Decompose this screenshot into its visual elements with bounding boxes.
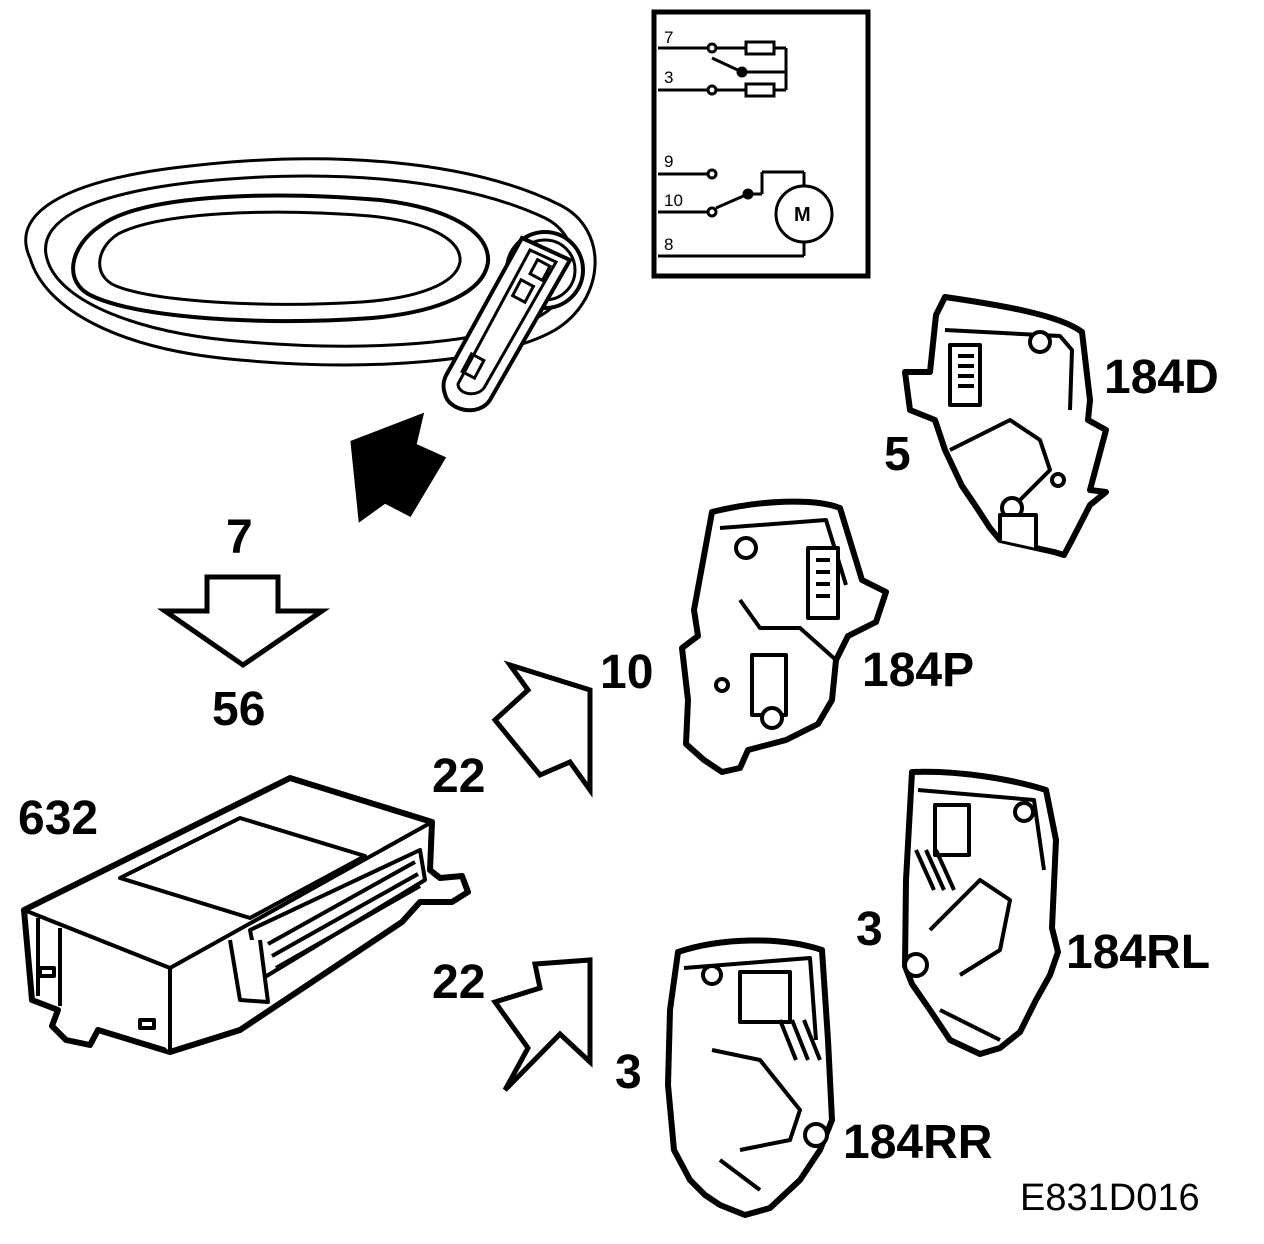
label-184rl: 184RL bbox=[1066, 926, 1210, 979]
label-ref-7: 7 bbox=[226, 511, 253, 564]
label-184rr: 184RR bbox=[843, 1116, 992, 1169]
pin-label-9: 9 bbox=[664, 152, 673, 171]
pin-label-3: 3 bbox=[664, 68, 673, 87]
label-pin-count-p: 10 bbox=[600, 646, 653, 699]
label-ref-56: 56 bbox=[212, 683, 265, 736]
switch-schematic bbox=[651, 9, 871, 279]
label-pin-count-d: 5 bbox=[884, 428, 911, 481]
lock-184rr-illustration bbox=[665, 937, 835, 1218]
pin-label-10: 10 bbox=[664, 191, 683, 210]
label-184d: 184D bbox=[1104, 351, 1219, 404]
black-arrow bbox=[350, 412, 447, 523]
pin-label-8: 8 bbox=[664, 235, 673, 254]
motor-symbol: M bbox=[794, 204, 811, 226]
lock-184p-illustration bbox=[679, 498, 889, 775]
pin-label-7: 7 bbox=[664, 28, 673, 47]
lock-184d-illustration bbox=[902, 294, 1109, 558]
control-module-632-illustration bbox=[21, 775, 471, 1055]
label-ref-22-lower: 22 bbox=[432, 956, 485, 1009]
label-pin-count-rr: 3 bbox=[615, 1046, 642, 1099]
upper-outline-arrow bbox=[491, 660, 593, 798]
figure-code: E831D016 bbox=[1020, 1177, 1200, 1219]
down-outline-arrow bbox=[156, 574, 331, 669]
lower-outline-arrow bbox=[490, 957, 593, 1092]
lock-184rl-illustration bbox=[902, 768, 1061, 1057]
label-ref-22-upper: 22 bbox=[432, 750, 485, 803]
label-pin-count-rl: 3 bbox=[856, 903, 883, 956]
door-handle-illustration bbox=[24, 157, 597, 413]
label-184p: 184P bbox=[862, 644, 974, 697]
label-632: 632 bbox=[18, 792, 98, 845]
